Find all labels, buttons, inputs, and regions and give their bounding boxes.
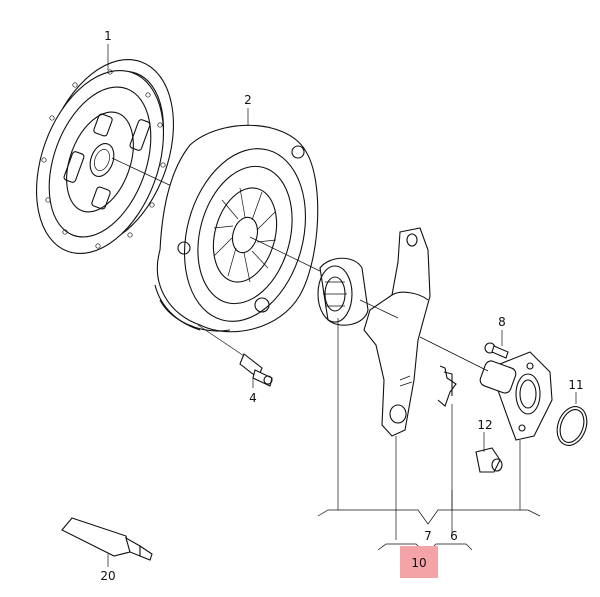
- axis-line-disc: [111, 157, 181, 191]
- bracket-7: [317, 318, 541, 525]
- axis-line-plate: [249, 236, 323, 273]
- grease-tube-20[interactable]: [61, 517, 153, 561]
- callout-6[interactable]: 6: [450, 529, 458, 543]
- bolt-4[interactable]: [239, 353, 273, 387]
- callout-4[interactable]: 4: [249, 391, 257, 405]
- callout-10-highlight: [400, 546, 438, 578]
- callout-20[interactable]: 20: [100, 569, 115, 583]
- release-fork[interactable]: [363, 227, 431, 437]
- callout-11[interactable]: 11: [568, 378, 583, 392]
- axis-line-sleeve: [419, 336, 489, 372]
- guide-sleeve[interactable]: [479, 351, 553, 441]
- callout-7[interactable]: 7: [424, 529, 432, 543]
- callout-10[interactable]: 10: [411, 556, 426, 570]
- release-bearing[interactable]: [317, 257, 369, 326]
- bolt-8[interactable]: [484, 342, 509, 359]
- pressure-plate[interactable]: [154, 124, 324, 335]
- callout-12[interactable]: 12: [477, 418, 492, 432]
- callout-1[interactable]: 1: [104, 29, 112, 43]
- axis-line-bolt: [197, 324, 245, 357]
- o-ring-11[interactable]: [552, 402, 592, 449]
- axis-line-fork: [359, 299, 399, 319]
- clutch-disc[interactable]: [13, 41, 198, 271]
- spring-clip-6[interactable]: [437, 365, 457, 407]
- bolt-12[interactable]: [475, 447, 503, 473]
- callout-2[interactable]: 2: [244, 93, 252, 107]
- callout-8[interactable]: 8: [498, 315, 506, 329]
